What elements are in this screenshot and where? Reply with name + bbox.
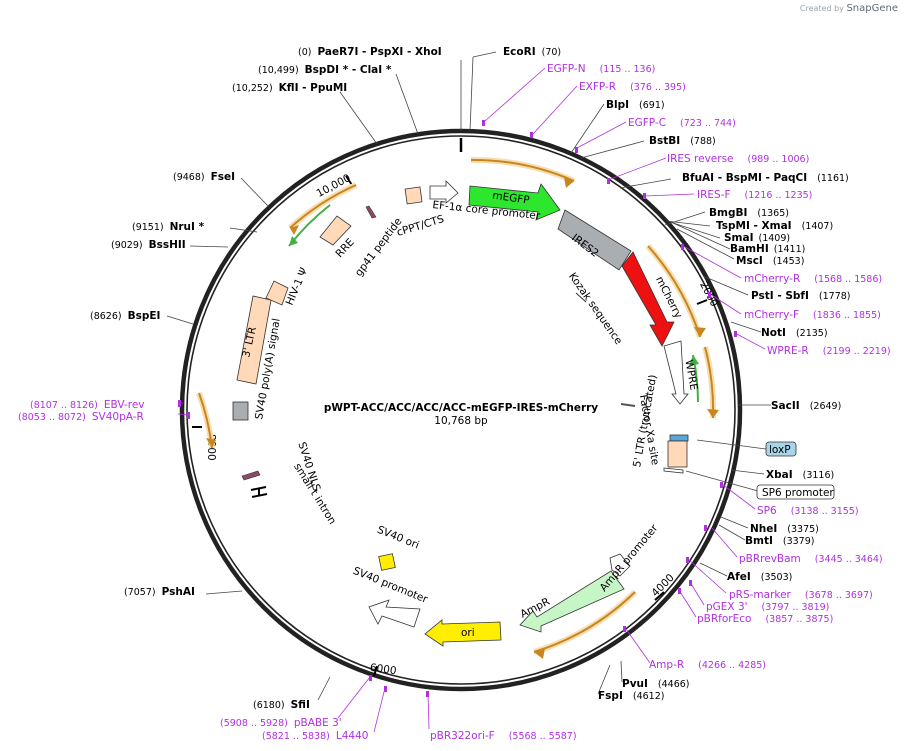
sp6-promoter-mark bbox=[663, 467, 684, 474]
enzyme-label-nrui: (9151)NruI * bbox=[132, 221, 205, 233]
plasmid-backbone-inner bbox=[186, 135, 736, 685]
primer-label-amp-r: Amp-R(4266 .. 4285) bbox=[649, 659, 766, 671]
primer-label-pbabe-3: (5908 .. 5928)pBABE 3' bbox=[220, 717, 342, 729]
enzyme-label-afei: AfeI(3503) bbox=[727, 571, 792, 583]
enzyme-label-kfli: (10,252)KflI - PpuMI bbox=[232, 82, 347, 94]
tick-marks bbox=[192, 175, 708, 677]
enzyme-label-msci: MscI(1453) bbox=[736, 255, 804, 267]
enzyme-label-pvui: PvuI(4466) bbox=[622, 678, 690, 690]
enzyme-label-clai: (10,499)BspDI * - ClaI * bbox=[258, 64, 392, 76]
primer-label-mcherry-f: mCherry-F(1836 .. 1855) bbox=[744, 309, 881, 321]
primer-label-pbrforeco: pBRforEco(3857 .. 3875) bbox=[697, 613, 833, 625]
enzyme-label-smai: SmaI(1409) bbox=[724, 232, 790, 244]
sv40-nls-mark bbox=[241, 470, 261, 481]
enzyme-label-xbai: XbaI(3116) bbox=[766, 469, 834, 481]
wpre-label: WPRE bbox=[682, 359, 699, 391]
loxp-label: loxP bbox=[769, 444, 791, 456]
ampr-promoter-arrow bbox=[609, 553, 631, 577]
sp6-promoter-label-box bbox=[756, 484, 835, 500]
primer-label-sp6: SP6(3138 .. 3155) bbox=[757, 505, 859, 517]
primer-label-egfp-n: EGFP-N(115 .. 136) bbox=[547, 63, 655, 75]
primer-label-wpre-r: WPRE-R(2199 .. 2219) bbox=[767, 345, 891, 357]
primer-label-ires-reverse: IRES reverse(989 .. 1006) bbox=[667, 153, 809, 165]
loxp-label-box bbox=[765, 441, 797, 457]
hiv-psi-label: HIV-1 Ψ bbox=[284, 266, 311, 307]
sp6-promoter-label: SP6 promoter bbox=[762, 487, 834, 499]
primer-label-prs-marker: pRS-marker(3678 .. 3697) bbox=[729, 589, 873, 601]
enzyme-label-bsshii: (9029)BssHII bbox=[111, 239, 186, 251]
primer-label-ebv-rev: (8107 .. 8126)EBV-rev bbox=[30, 399, 145, 411]
mcherry-arrow bbox=[621, 251, 675, 347]
sv40-ori-box bbox=[378, 553, 396, 571]
enzyme-label-xhoi: (0)PaeR7I - PspXI - XhoI bbox=[298, 46, 442, 58]
megfp-arrow bbox=[468, 183, 561, 221]
primer-label-pbrrevbam: pBRrevBam(3445 .. 3464) bbox=[739, 553, 883, 565]
enzyme-label-sfii: (6180)SfiI bbox=[253, 699, 310, 711]
sp6-promoter-leader bbox=[685, 470, 759, 492]
enzyme-label-ecori: EcoRI(70) bbox=[503, 46, 561, 58]
enzyme-label-bspei: (8626)BspEI bbox=[90, 310, 160, 322]
enzyme-label-psti: PstI - SbfI(1778) bbox=[751, 290, 851, 302]
orf-arc-bottom bbox=[533, 591, 636, 653]
ef1a-arrow bbox=[429, 180, 459, 204]
ori-arrow bbox=[424, 619, 502, 647]
orf-arc-top bbox=[470, 158, 575, 182]
enzyme-label-tspmi: TspMI - XmaI(1407) bbox=[716, 220, 833, 232]
primer-marks bbox=[178, 120, 737, 697]
ires2-box bbox=[557, 209, 632, 271]
primer-label-sv40pa-r: (8053 .. 8072)SV40pA-R bbox=[18, 411, 144, 423]
enzyme-label-bamhi: BamHI(1411) bbox=[730, 243, 805, 255]
enzyme-label-noti: NotI(2135) bbox=[761, 327, 828, 339]
sv40-polya-box bbox=[232, 401, 249, 421]
enzyme-label-nhei: NheI(3375) bbox=[750, 523, 819, 535]
sv40-ori-label: SV40 ori bbox=[375, 524, 420, 552]
enzyme-label-bmgbi: BmgBI(1365) bbox=[709, 207, 789, 219]
rre-box bbox=[319, 215, 352, 246]
cppt-label: cPPT/CTS bbox=[395, 213, 445, 239]
wpre-arrow bbox=[663, 340, 689, 405]
sv40-promoter-arrow bbox=[368, 599, 421, 628]
primer-label-egfp-c: EGFP-C(723 .. 744) bbox=[628, 117, 736, 129]
loxp-leader bbox=[696, 439, 767, 450]
enzyme-label-blpi: BlpI(691) bbox=[606, 99, 665, 111]
enzyme-label-bfuai: BfuAI - BspMI - PaqCI(1161) bbox=[682, 172, 849, 184]
loxp-mark bbox=[669, 434, 689, 442]
tick-label-6000: 6000 bbox=[369, 662, 397, 678]
primer-label-l4440: (5821 .. 5838)L4440 bbox=[262, 730, 368, 742]
snapgene-brand: Created by SnapGene bbox=[800, 3, 898, 14]
orf-arrowheads bbox=[206, 177, 719, 659]
primer-label-pgex-3: pGEX 3'(3797 .. 3819) bbox=[706, 601, 829, 613]
enzyme-label-bstbi: BstBI(788) bbox=[649, 135, 716, 147]
sv40-promoter-label: SV40 promoter bbox=[351, 565, 430, 606]
gp41-label: gp41 peptide bbox=[353, 216, 405, 279]
ori-label: ori bbox=[461, 627, 475, 639]
cppt-box bbox=[404, 186, 423, 205]
enzyme-label-bmti: BmtI(3379) bbox=[745, 535, 814, 547]
ampr-arrow bbox=[519, 570, 625, 633]
orf-arc-upper-left bbox=[289, 184, 357, 229]
snapgene-logo-text: SnapGene bbox=[846, 3, 898, 14]
kozak-mark bbox=[575, 292, 587, 303]
plasmid-name: pWPT-ACC/ACC/ACC/ACC-mEGFP-IRES-mCherry bbox=[324, 402, 598, 414]
kozak-label: Kozak sequence bbox=[566, 271, 624, 347]
enzyme-label-fsei: (9468)FseI bbox=[173, 171, 235, 183]
ltr5-box bbox=[667, 440, 688, 468]
small-t-intron-mark bbox=[250, 486, 268, 498]
primer-label-pbr322ori-f: pBR322ori-F(5568 .. 5587) bbox=[430, 730, 577, 742]
hiv-psi-box bbox=[265, 280, 289, 306]
ampr-promoter-label: AmpR promoter bbox=[598, 522, 661, 594]
enzyme-label-sacii: SacII(2649) bbox=[771, 400, 841, 412]
primer-label-exfp-r: EXFP-R(376 .. 395) bbox=[579, 81, 686, 93]
created-by-text: Created by bbox=[799, 4, 844, 13]
enzyme-leaders bbox=[166, 51, 771, 701]
enzyme-label-pshai: (7057)PshAI bbox=[124, 586, 195, 598]
enzyme-label-fspi: FspI(4612) bbox=[598, 690, 664, 702]
primer-label-ires-f: IRES-F(1216 .. 1235) bbox=[697, 189, 812, 201]
factorxa-mark bbox=[620, 403, 636, 407]
gp41-mark bbox=[365, 205, 377, 219]
primer-label-mcherry-r: mCherry-R(1568 .. 1586) bbox=[744, 273, 882, 285]
plasmid-size: 10,768 bp bbox=[434, 415, 488, 427]
megfp-label: mEGFP bbox=[492, 190, 531, 207]
